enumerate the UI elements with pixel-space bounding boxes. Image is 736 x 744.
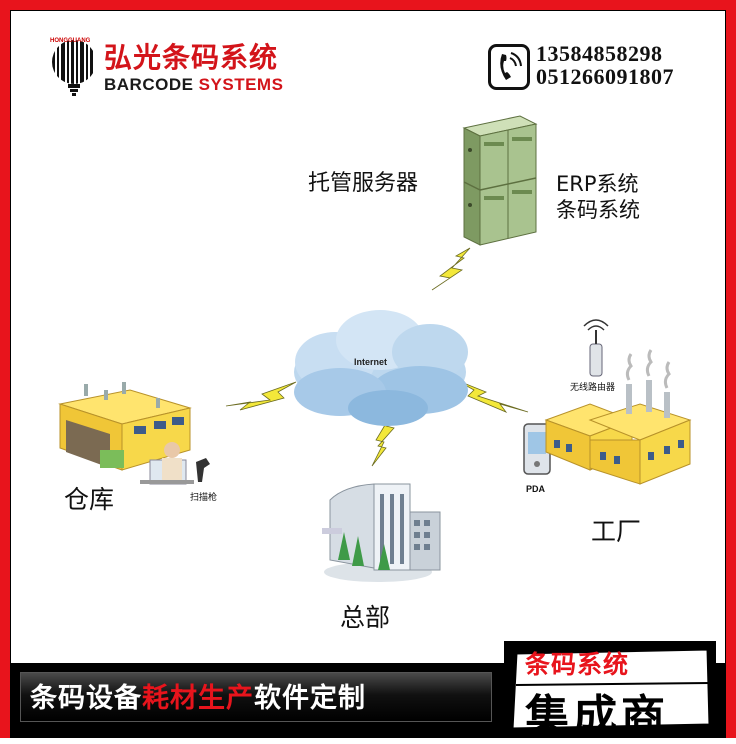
lightning-warehouse-icon [225,381,297,411]
footer-slogan: 条码设备耗材生产软件定制 [30,676,366,715]
wireless-router-icon [583,319,609,377]
footer-slogan-bar [20,672,492,722]
logo-tiny-text: HONGGUANG [50,38,91,44]
factory-label: 工厂 [591,517,642,546]
brand-name-en: BARCODE SYSTEMS [104,75,283,95]
factory-icon [544,349,692,485]
erp-line-2: 条码系统 [556,198,640,222]
lightning-hq-icon [371,419,395,467]
telephone-icon [488,44,530,90]
lightning-server-icon [431,247,471,291]
warehouse-label: 仓库 [64,485,115,514]
integrator-badge [504,641,716,733]
headquarters-label: 总部 [340,603,391,632]
slogan-part3: 软件定制 [254,683,366,714]
brand-name-cn: 弘光条码系统 [104,41,279,74]
brand-en-part2: SYSTEMS [198,75,284,94]
slogan-part1: 条码设备 [30,683,142,714]
internet-label: Internet [354,357,388,367]
phone-mobile: 13584858298 [536,41,663,66]
headquarters-icon [322,483,441,582]
slogan-part2: 耗材生产 [142,683,254,714]
phone-landline: 051266091807 [536,64,674,89]
badge-top-text: 条码系统 [525,650,630,679]
server-label: 托管服务器 [308,171,419,196]
lightning-factory-icon [455,379,529,413]
erp-line-1: ERP系统 [556,172,639,196]
scanner-worker-icon [140,442,210,485]
pda-label: PDA [526,484,546,494]
erp-label: ERP系统 条码系统 [556,171,640,223]
router-label: 无线路由器 [570,383,616,393]
inner-frame-line [10,10,726,738]
warehouse-icon [58,382,192,471]
scanner-label: 扫描枪 [190,493,218,503]
badge-bottom-text: 集成商 [525,691,669,742]
brand-logo: HONGGUANG 弘光条码系统 BARCODE SYSTEMS [46,38,316,100]
internet-cloud-icon [294,310,468,426]
logo-barcode-icon [52,40,93,96]
brand-en-part1: BARCODE [104,75,199,94]
phone-numbers: 13584858298 051266091807 [536,42,674,88]
server-icon [462,115,538,246]
